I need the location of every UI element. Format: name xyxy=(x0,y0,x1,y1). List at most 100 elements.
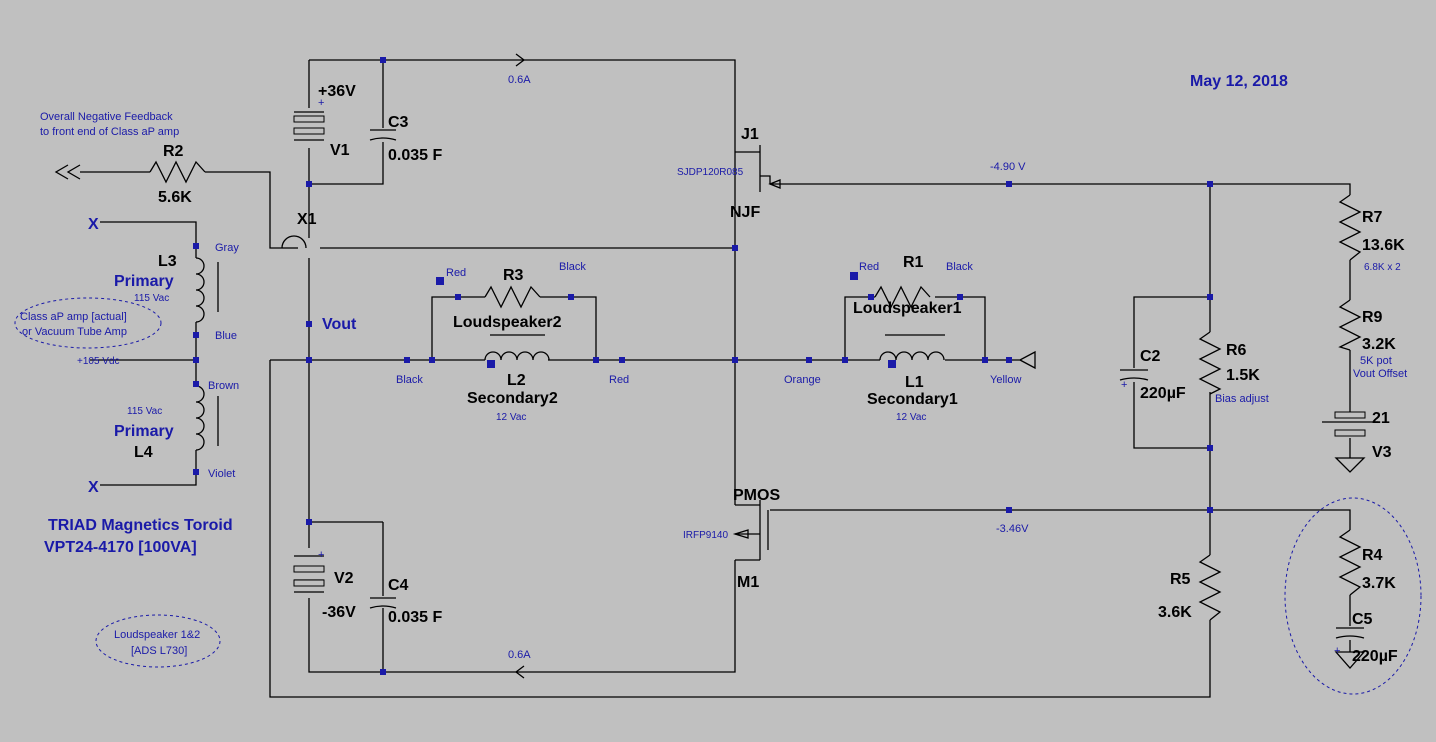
inductor-l3 xyxy=(195,257,205,323)
m1-type: PMOS xyxy=(733,487,780,504)
triad-note-line1: TRIAD Magnetics Toroid xyxy=(48,517,233,534)
current-arrow-bottom-icon xyxy=(514,665,525,679)
r7-note: 6.8K x 2 xyxy=(1364,262,1401,273)
l2-value: Secondary2 xyxy=(467,390,558,407)
r6-name: R6 xyxy=(1226,342,1247,359)
capacitor-c5 xyxy=(1335,627,1365,639)
date-label: May 12, 2018 xyxy=(1190,73,1288,90)
j1-model: SJDP120R085 xyxy=(677,167,744,178)
v2-value: -36V xyxy=(322,604,356,621)
v1-value: +36V xyxy=(318,83,356,100)
wire-brown-label: Brown xyxy=(208,380,239,392)
r9-note1: 5K pot xyxy=(1360,355,1392,367)
wire-red-r3-label: Red xyxy=(446,267,466,279)
resistor-r5 xyxy=(1198,554,1222,621)
note-bubble-speaker xyxy=(95,614,221,668)
wire-yellow-label: Yellow xyxy=(990,374,1021,386)
wire-black-r3-label: Black xyxy=(559,261,586,273)
v3-name: V3 xyxy=(1372,444,1392,461)
feedback-arrow-icon: << xyxy=(54,164,81,180)
feedback-note-line2: to front end of Class aP amp xyxy=(40,126,179,138)
transformer-core xyxy=(217,262,945,446)
resistor-r1 xyxy=(874,285,931,309)
l4-note: 115 Vac xyxy=(127,406,162,417)
v2-name: V2 xyxy=(334,570,354,587)
note-bubble-amp xyxy=(14,297,162,349)
wire-blue-label: Blue xyxy=(215,330,237,342)
r7-name: R7 xyxy=(1362,209,1383,226)
l3-value: Primary xyxy=(114,273,174,290)
v1-name: V1 xyxy=(330,142,350,159)
resistor-r9 xyxy=(1338,299,1362,351)
r5-value: 3.6K xyxy=(1158,604,1192,621)
capacitor-c3 xyxy=(369,129,397,141)
j1-gate-voltage: -4.90 V xyxy=(990,161,1026,173)
jfet-j1 xyxy=(735,145,781,192)
wire-black-l2-label: Black xyxy=(396,374,423,386)
v3-value: 21 xyxy=(1372,410,1390,427)
l2-name: L2 xyxy=(507,372,526,389)
speaker-note-line2: [ADS L730] xyxy=(131,645,187,657)
x1-name: X1 xyxy=(297,211,317,228)
c5-name: C5 xyxy=(1352,611,1373,628)
current-label-bottom: 0.6A xyxy=(508,649,531,661)
l1-note: 12 Vac xyxy=(896,412,926,423)
v1-plus: + xyxy=(318,97,324,109)
wire-gray-label: Gray xyxy=(215,242,239,254)
v2-plus: + xyxy=(318,549,324,561)
r4-value: 3.7K xyxy=(1362,575,1396,592)
c5-value: 220µF xyxy=(1352,648,1398,665)
ground-symbol-v3 xyxy=(1334,457,1366,473)
x-marker-top: X xyxy=(88,216,99,233)
m1-gate-voltage: -3.46V xyxy=(996,523,1029,535)
j1-type: NJF xyxy=(730,204,760,221)
r3-name: R3 xyxy=(503,267,524,284)
r1-name: R1 xyxy=(903,254,924,271)
vout-label: Vout xyxy=(322,316,357,333)
wire-violet-label: Violet xyxy=(208,468,235,480)
c2-name: C2 xyxy=(1140,348,1161,365)
r5-name: R5 xyxy=(1170,571,1191,588)
r2-value: 5.6K xyxy=(158,189,192,206)
vdc-label: +105 Vdc xyxy=(77,356,120,367)
l3-name: L3 xyxy=(158,253,177,270)
l4-value: Primary xyxy=(114,423,174,440)
r1-value: Loudspeaker1 xyxy=(853,300,962,317)
amp-note-line2: or Vacuum Tube Amp xyxy=(22,326,127,338)
capacitor-c2 xyxy=(1119,369,1149,381)
junctions xyxy=(193,57,1213,675)
output-flag-yellow xyxy=(1010,350,1036,370)
m1-model: IRFP9140 xyxy=(683,530,728,541)
amp-note-line1: Class aP amp [actual] xyxy=(20,311,127,323)
r7-value: 13.6K xyxy=(1362,237,1405,254)
ground-symbol-c5 xyxy=(1334,651,1366,669)
r2-name: R2 xyxy=(163,143,184,160)
feedback-note-line1: Overall Negative Feedback xyxy=(40,111,173,123)
l2-note: 12 Vac xyxy=(496,412,526,423)
r9-note2: Vout Offset xyxy=(1353,368,1407,380)
wire-black-r1-label: Black xyxy=(946,261,973,273)
resistor-r6 xyxy=(1198,331,1222,395)
c4-value: 0.035 F xyxy=(388,609,442,626)
inductor-l4 xyxy=(195,385,205,451)
inductor-l2 xyxy=(484,351,550,361)
r3-value: Loudspeaker2 xyxy=(453,314,562,331)
r6-value: 1.5K xyxy=(1226,367,1260,384)
l1-name: L1 xyxy=(905,374,924,391)
l4-name: L4 xyxy=(134,444,153,461)
current-label-top: 0.6A xyxy=(508,74,531,86)
c2-value: 220µF xyxy=(1140,385,1186,402)
wires xyxy=(80,59,1351,698)
c4-name: C4 xyxy=(388,577,409,594)
wire-red-l2-label: Red xyxy=(609,374,629,386)
l1-value: Secondary1 xyxy=(867,391,958,408)
capacitor-c4 xyxy=(369,597,397,609)
r9-value: 3.2K xyxy=(1362,336,1396,353)
resistor-r2 xyxy=(149,160,206,184)
x-marker-bottom: X xyxy=(88,479,99,496)
c2-plus: + xyxy=(1121,379,1127,391)
resistor-r3 xyxy=(484,285,541,309)
m1-name: M1 xyxy=(737,574,759,591)
resistor-r4 xyxy=(1338,529,1362,596)
r9-name: R9 xyxy=(1362,309,1383,326)
